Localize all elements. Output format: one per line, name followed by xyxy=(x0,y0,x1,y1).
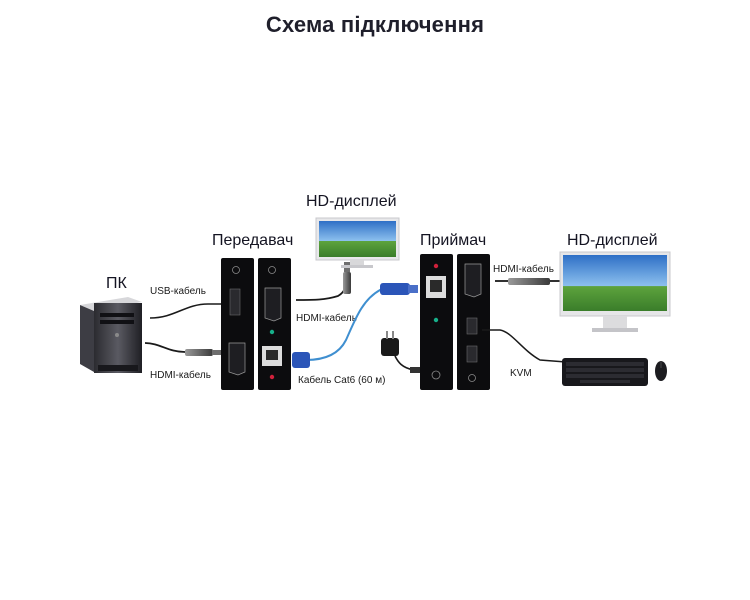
pc-label: ПК xyxy=(106,275,127,292)
diagram-title: Схема підключення xyxy=(265,12,485,37)
hdmi-cable-tx-label: HDMI-кабель xyxy=(296,313,357,324)
hdmi-plug-icon xyxy=(185,349,213,356)
usb-port-rx-1-icon xyxy=(466,317,478,335)
hdmi-cable-rx-label: HDMI-кабель xyxy=(493,264,554,275)
power-adapter-icon xyxy=(381,331,420,373)
receiver-device xyxy=(420,254,490,390)
display-right-label: HD-дисплей xyxy=(567,232,658,249)
cat6-connector-tx-icon xyxy=(292,352,310,368)
hdmi-port-icon xyxy=(228,342,246,376)
usb-cable-label: USB-кабель xyxy=(150,286,206,297)
usb-cable xyxy=(149,303,222,319)
transmitter-label: Передавач xyxy=(212,232,294,249)
usb-port-icon xyxy=(229,288,241,316)
pc-tower-icon xyxy=(80,297,142,373)
cat6-connector-rx-icon xyxy=(380,283,410,295)
cat6-cable-label: Кабель Cat6 (60 м) xyxy=(298,375,386,386)
hdmi-cable-tx xyxy=(295,275,348,301)
cat6-cable xyxy=(305,287,411,361)
right-display-icon xyxy=(559,251,671,332)
mouse-icon xyxy=(655,361,667,381)
top-display-icon xyxy=(315,217,400,268)
kvm-cable-label: KVM xyxy=(510,368,532,379)
transmitter-device xyxy=(221,258,291,390)
hdmi-cable-pc xyxy=(144,342,186,353)
hdmi-out-rx-port-icon xyxy=(464,263,482,298)
power-port-icon xyxy=(431,370,441,380)
hdmi-cable-pc-label: HDMI-кабель xyxy=(150,370,211,381)
hdmi-out-port-icon xyxy=(264,287,282,322)
usb-port-rx-2-icon xyxy=(466,345,478,363)
receiver-label: Приймач xyxy=(420,232,487,249)
kvm-cable xyxy=(482,329,567,363)
display-top-label: HD-дисплей xyxy=(306,193,397,210)
keyboard-icon xyxy=(562,358,648,386)
